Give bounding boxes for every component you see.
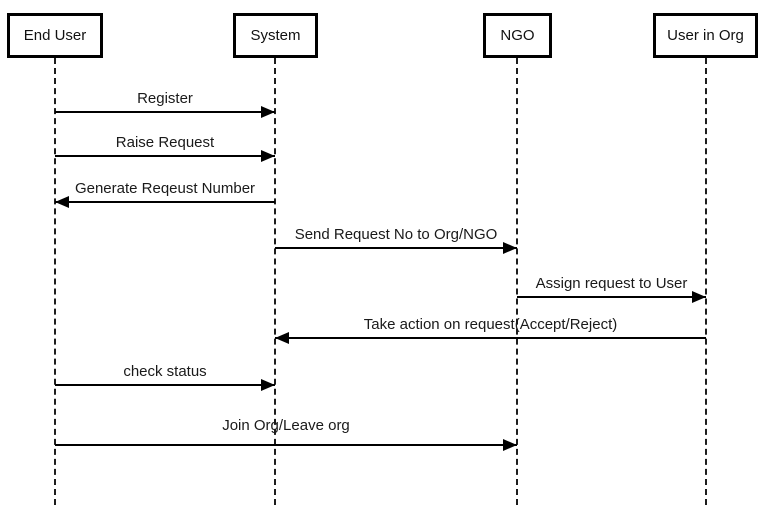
message-label: Send Request No to Org/NGO	[294, 226, 498, 243]
message-check-status: check status	[55, 358, 275, 391]
actor-end-user-label: End User	[23, 27, 87, 44]
message-line	[55, 384, 275, 386]
arrow-right-icon	[692, 291, 706, 303]
actor-system: System	[233, 13, 318, 58]
message-assign-request: Assign request to User	[517, 270, 706, 303]
message-generate-request-number: Generate Reqeust Number	[55, 175, 275, 208]
lifeline-end-user	[54, 58, 56, 505]
message-line	[275, 247, 517, 249]
message-label: Generate Reqeust Number	[74, 180, 256, 197]
arrow-left-icon	[55, 196, 69, 208]
message-line	[275, 337, 706, 339]
lifeline-ngo	[516, 58, 518, 505]
message-line	[55, 111, 275, 113]
actor-ngo: NGO	[483, 13, 552, 58]
lifeline-user-in-org	[705, 58, 707, 505]
message-join-leave-org: Join Org/Leave org	[55, 412, 517, 451]
arrow-right-icon	[261, 106, 275, 118]
actor-user-in-org: User in Org	[653, 13, 758, 58]
message-label: Assign request to User	[535, 275, 688, 292]
arrow-right-icon	[503, 242, 517, 254]
lifeline-system	[274, 58, 276, 505]
message-send-request-no: Send Request No to Org/NGO	[275, 221, 517, 254]
arrow-right-icon	[261, 379, 275, 391]
actor-end-user: End User	[7, 13, 103, 58]
message-line	[55, 201, 275, 203]
message-line	[517, 296, 706, 298]
actor-user-in-org-label: User in Org	[667, 27, 744, 44]
actor-system-label: System	[250, 27, 301, 44]
message-register: Register	[55, 85, 275, 118]
arrow-right-icon	[261, 150, 275, 162]
message-label: Raise Request	[115, 134, 215, 151]
message-take-action: Take action on request(Accept/Reject)	[275, 311, 706, 344]
message-line	[55, 444, 517, 446]
arrow-right-icon	[503, 439, 517, 451]
message-label: check status	[123, 363, 207, 380]
message-raise-request: Raise Request	[55, 129, 275, 162]
message-label: Join Org/Leave org	[222, 417, 350, 434]
arrow-left-icon	[275, 332, 289, 344]
message-label: Take action on request(Accept/Reject)	[363, 316, 618, 333]
message-label: Register	[137, 90, 193, 107]
message-line	[55, 155, 275, 157]
actor-ngo-label: NGO	[500, 27, 535, 44]
